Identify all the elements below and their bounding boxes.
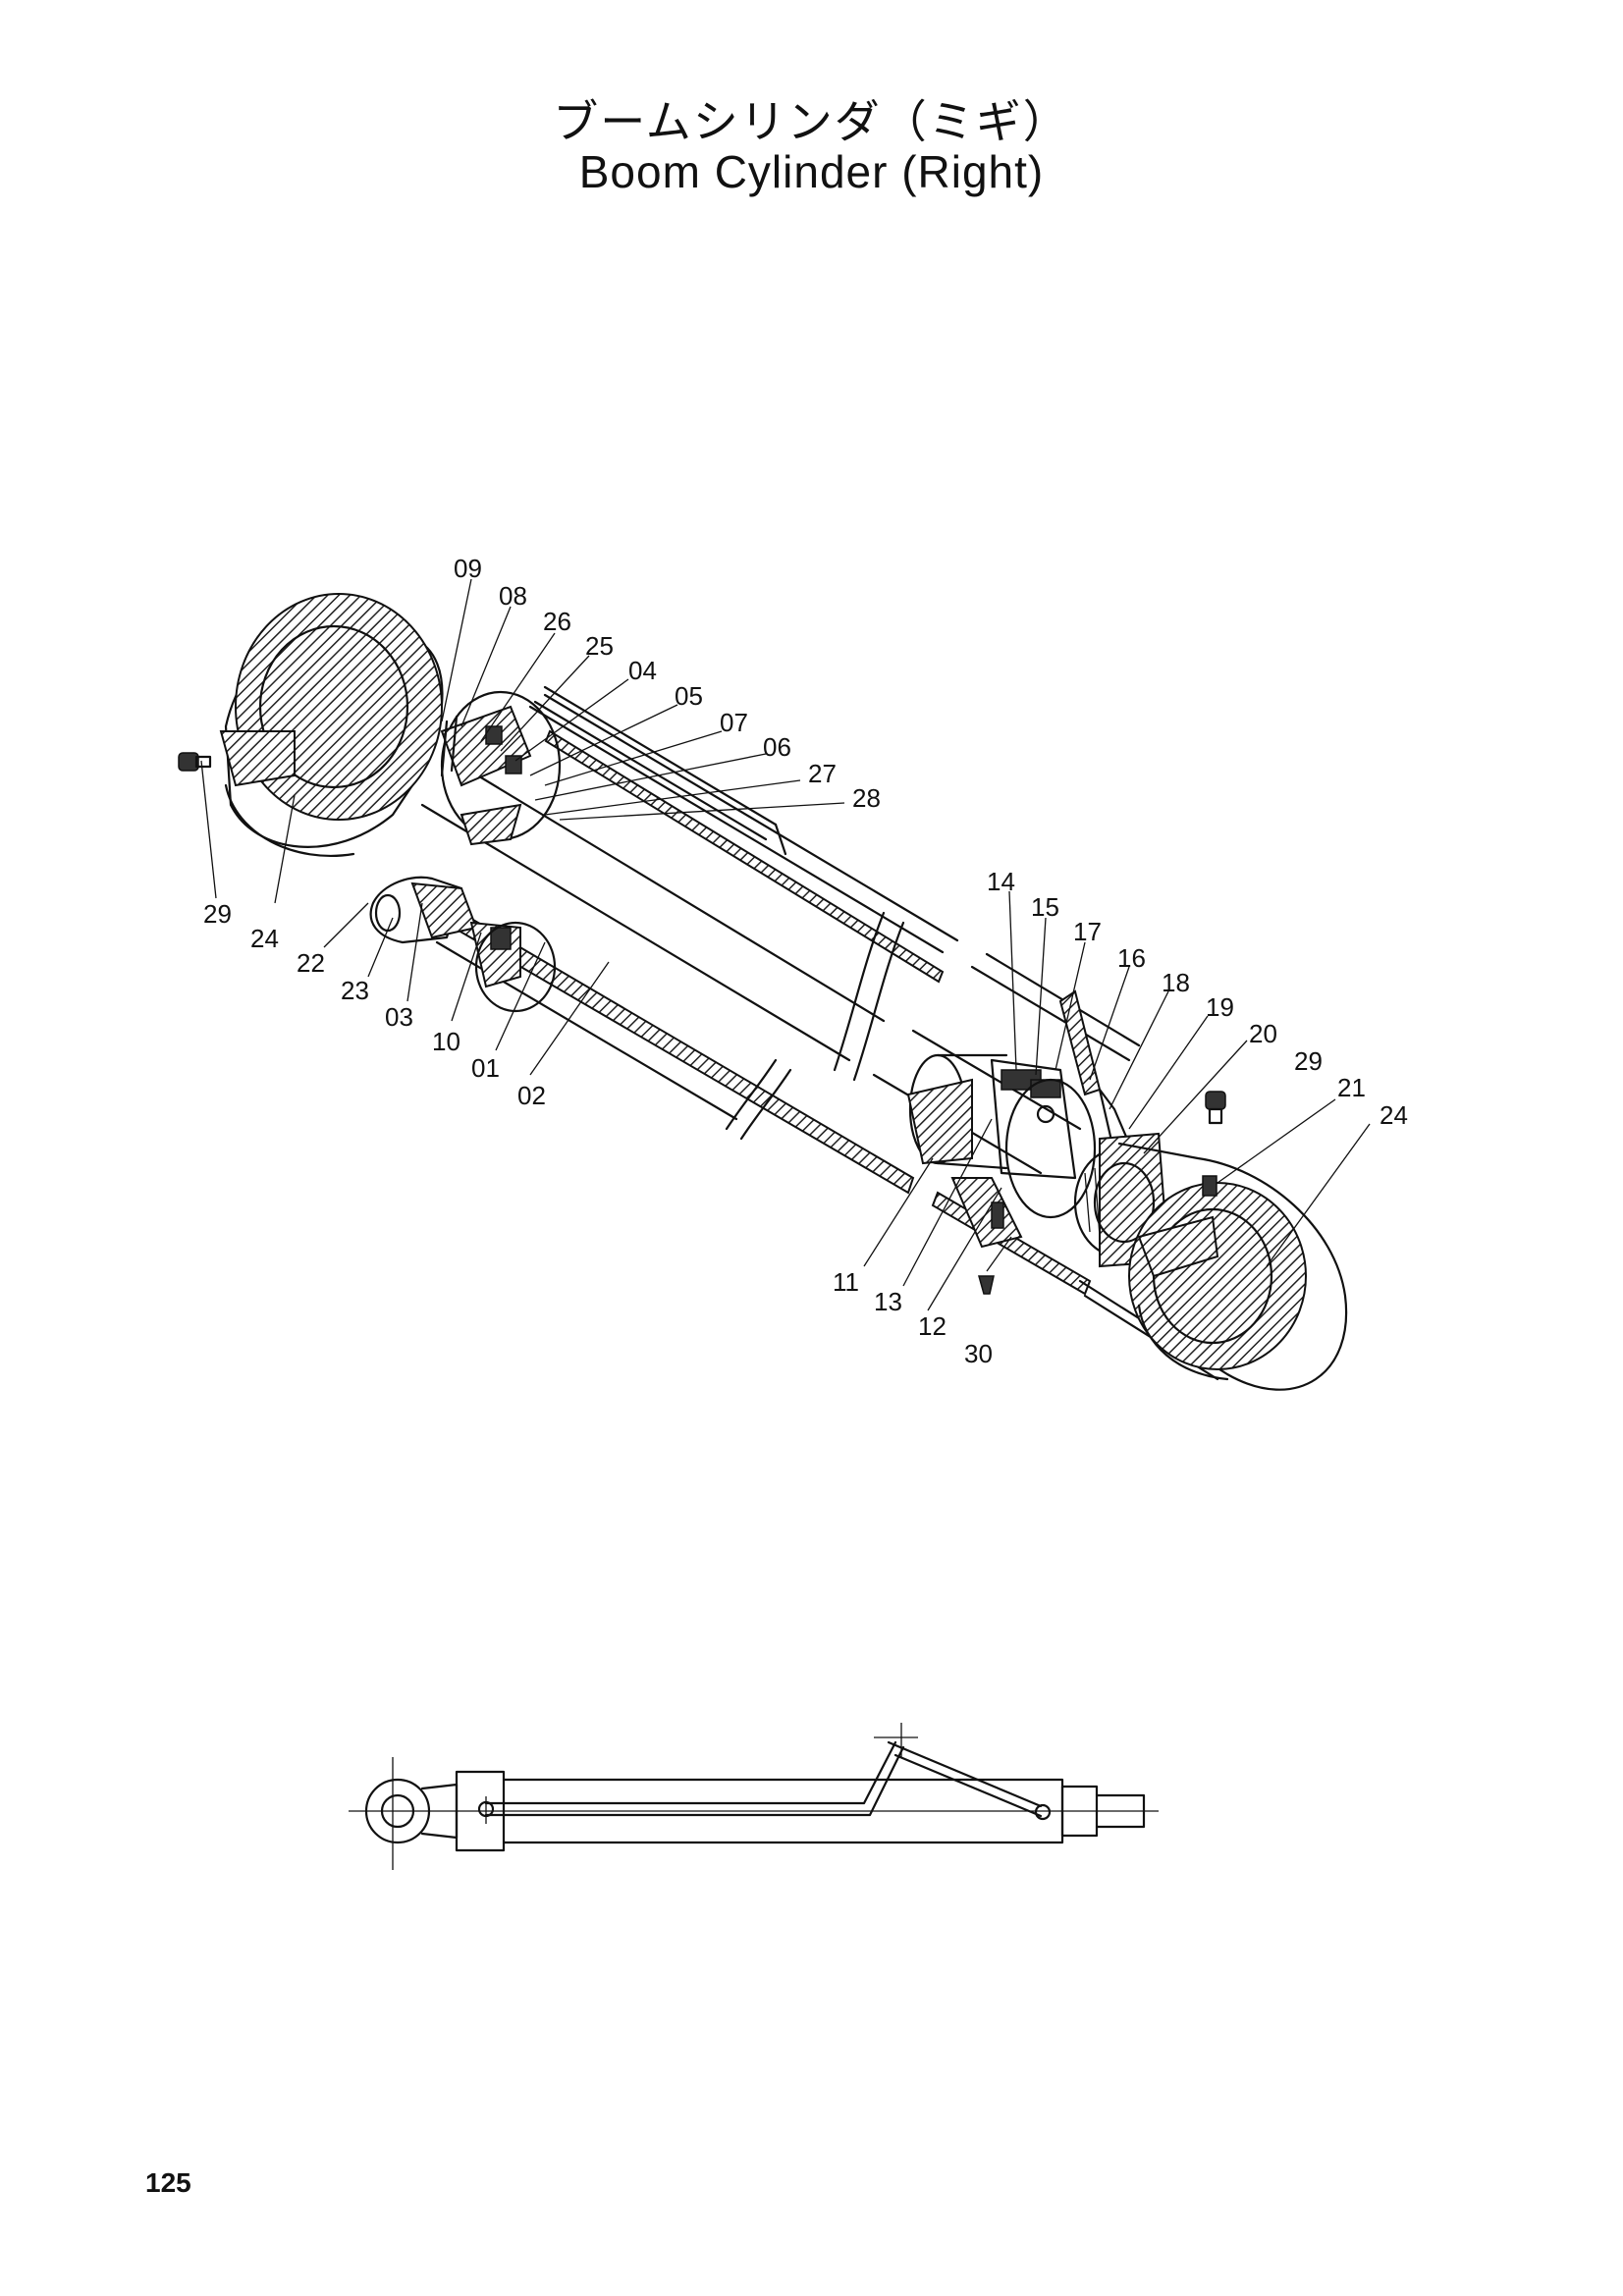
part-label: 18 (1162, 968, 1190, 997)
part-label: 14 (987, 867, 1015, 896)
leader-lines (200, 578, 1371, 1311)
part-label: 19 (1206, 992, 1234, 1022)
title-english: Boom Cylinder (Right) (578, 146, 1045, 197)
part-label: 21 (1337, 1073, 1366, 1102)
part-label: 20 (1249, 1019, 1277, 1048)
grease-nipple-left (178, 752, 212, 772)
page-number: 125 (145, 2167, 191, 2198)
part-label: 29 (203, 899, 232, 929)
part-label: 30 (964, 1339, 993, 1368)
rod-eye-left (219, 593, 444, 857)
part-label: 05 (675, 681, 703, 711)
bottom-eye-right (1078, 1142, 1348, 1391)
part-label: 28 (852, 783, 881, 813)
part-label: 23 (341, 976, 369, 1005)
head-bolt (369, 876, 557, 1013)
part-label: 16 (1117, 943, 1146, 973)
part-label: 06 (763, 732, 791, 762)
part-label: 25 (585, 631, 614, 661)
piston-assembly (906, 989, 1170, 1268)
part-label: 26 (543, 607, 571, 636)
title-japanese: ブームシリンダ（ミギ） (553, 95, 1070, 148)
part-label: 15 (1031, 892, 1059, 922)
part-label: 22 (297, 948, 325, 978)
side-view-schematic (349, 1723, 1159, 1870)
part-label: 17 (1073, 917, 1102, 946)
part-label: 12 (918, 1311, 947, 1341)
plug-right (1202, 1175, 1217, 1197)
part-label: 24 (1380, 1100, 1408, 1130)
grease-nipple-right (1205, 1091, 1226, 1125)
part-label: 04 (628, 656, 657, 685)
part-labels: 09 08 26 25 04 05 07 06 27 28 29 24 22 2… (203, 554, 1408, 1368)
part-label: 24 (250, 924, 279, 953)
part-label: 11 (833, 1267, 859, 1297)
cylinder-head (440, 690, 562, 846)
part-label: 29 (1294, 1046, 1323, 1076)
part-label: 01 (471, 1053, 500, 1083)
part-label: 27 (808, 759, 837, 788)
part-label: 13 (874, 1287, 902, 1316)
screw-30 (978, 1275, 995, 1295)
part-label: 08 (499, 581, 527, 611)
part-label: 02 (517, 1081, 546, 1110)
part-label: 09 (454, 554, 482, 583)
part-label: 07 (720, 708, 748, 737)
part-label: 03 (385, 1002, 413, 1032)
oil-pipe (533, 685, 787, 856)
part-label: 10 (432, 1027, 460, 1056)
cylinder-tube (420, 693, 1141, 1296)
